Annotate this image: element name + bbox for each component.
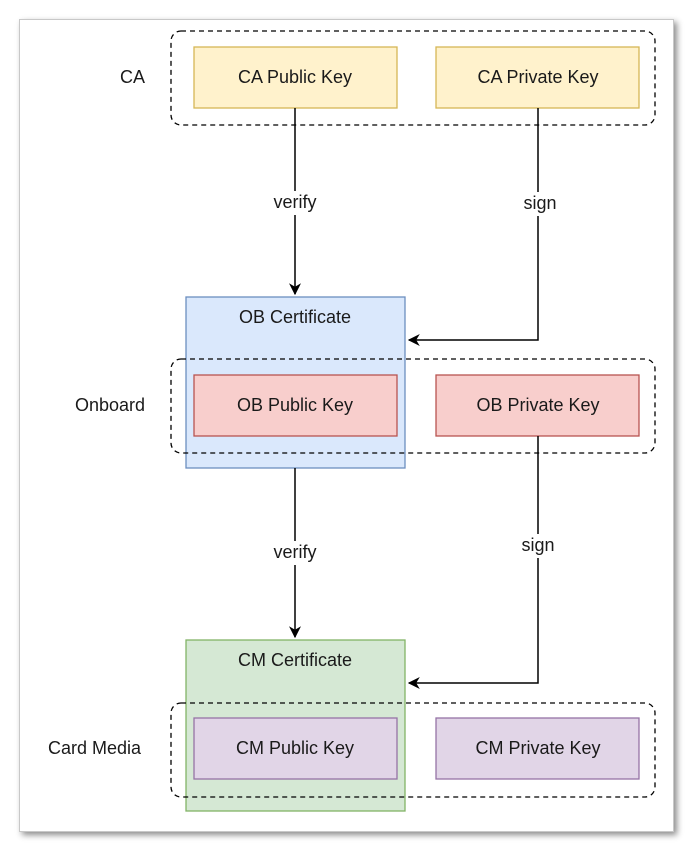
sign-bottom-label-bg [517, 534, 557, 558]
verify-top-label: verify [273, 192, 316, 212]
cm-public-key-box[interactable] [193, 717, 398, 780]
onboard-group [170, 358, 656, 454]
ca-group [170, 30, 656, 126]
onboard-group-label: Onboard [75, 395, 145, 415]
ca-public-key-label: CA Public Key [238, 67, 352, 87]
cm-certificate-label: CM Certificate [238, 650, 352, 670]
ob-public-key-box[interactable] [193, 374, 398, 437]
sign-bottom-label: sign [521, 535, 554, 555]
verify-top-label-bg [268, 191, 322, 215]
card-media-group [170, 702, 656, 798]
ca-public-key-box[interactable] [193, 46, 398, 109]
ca-private-key-label: CA Private Key [477, 67, 598, 87]
sign-top-label: sign [523, 193, 556, 213]
ob-certificate-label: OB Certificate [239, 307, 351, 327]
ob-public-key-label: OB Public Key [237, 395, 353, 415]
cm-public-key-label: CM Public Key [236, 738, 354, 758]
ob-private-key-box[interactable] [435, 374, 640, 437]
verify-bottom-label-bg [268, 541, 322, 565]
verify-bottom-label: verify [273, 542, 316, 562]
cm-private-key-label: CM Private Key [475, 738, 600, 758]
sign-edge-ob-to-cm [407, 436, 539, 689]
cm-private-key-box[interactable] [435, 717, 640, 780]
ca-private-key-box[interactable] [435, 46, 640, 109]
ca-group-label: CA [120, 67, 145, 87]
ob-private-key-label: OB Private Key [476, 395, 599, 415]
card-media-group-label: Card Media [48, 738, 142, 758]
sign-top-label-bg [519, 192, 559, 216]
sign-edge-ca-to-ob [407, 108, 539, 346]
